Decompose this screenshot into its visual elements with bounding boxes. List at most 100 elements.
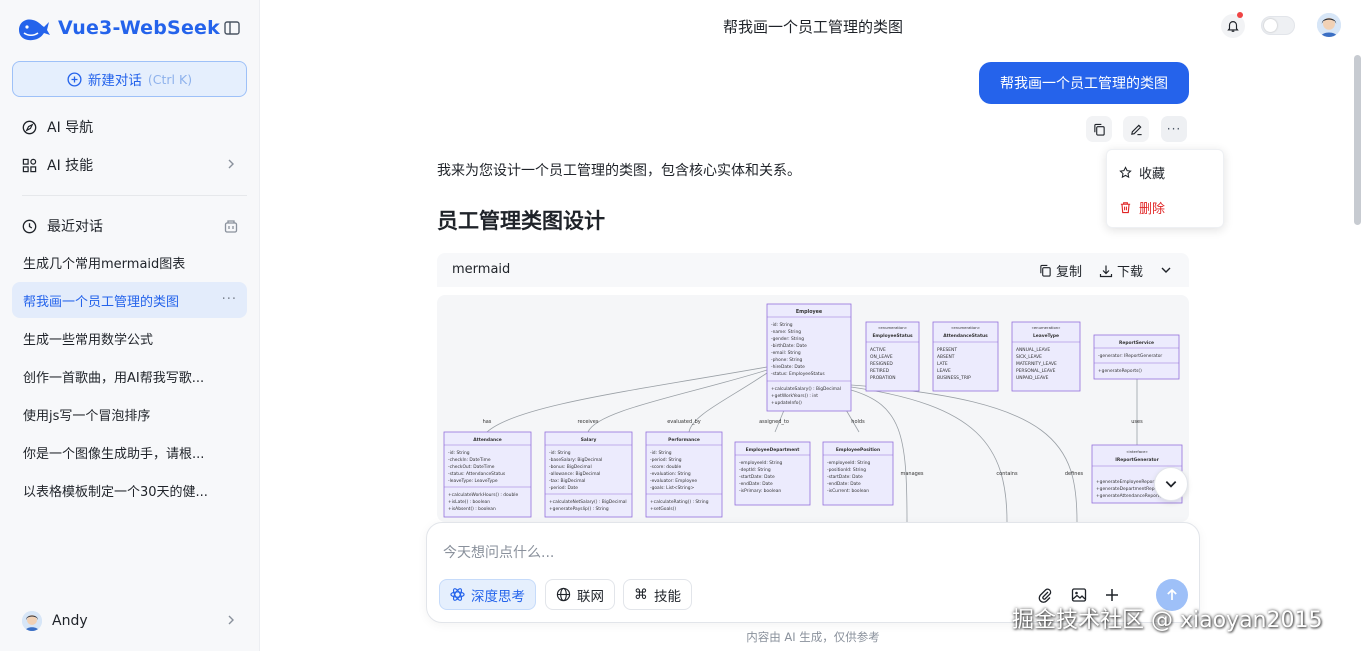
svg-text:-status: AttendanceStatus: -status: AttendanceStatus: [448, 471, 506, 477]
history-title: 帮我画一个员工管理的类图: [23, 294, 180, 310]
svg-text:-birthDate: Date: -birthDate: Date: [771, 343, 807, 349]
svg-text:«interface»: «interface»: [1126, 449, 1148, 454]
paperclip-icon[interactable]: [1035, 585, 1055, 605]
compass-icon: [22, 120, 37, 134]
svg-text:-phone: String: -phone: String: [771, 357, 803, 363]
nav-ai-navigation[interactable]: AI 导航: [12, 110, 247, 144]
plus-icon[interactable]: [1102, 585, 1122, 605]
class-boxes: Employee -id: String -name: String -gend…: [443, 303, 1183, 518]
svg-text:-score: double: -score: double: [650, 464, 682, 470]
svg-text:UNPAID_LEAVE: UNPAID_LEAVE: [1016, 375, 1049, 381]
more-actions-button[interactable]: ···: [1161, 116, 1187, 142]
history-title: 你是一个图像生成助手，请根...: [23, 446, 205, 462]
svg-text:+isLate() : boolean: +isLate() : boolean: [448, 499, 490, 505]
history-item[interactable]: 使用js写一个冒泡排序: [12, 396, 247, 432]
svg-text:-endDate: Date: -endDate: Date: [827, 481, 861, 487]
svg-text:-bonus: BigDecimal: -bonus: BigDecimal: [549, 464, 592, 470]
svg-text:-id: String: -id: String: [448, 450, 470, 456]
svg-text:-period: String: -period: String: [650, 457, 682, 463]
command-icon: ⌘: [634, 586, 648, 603]
skills-toggle[interactable]: ⌘ 技能: [623, 579, 692, 610]
class-leave-type: «enumeration» LeaveType ANNUAL_LEAVE SIC…: [1011, 321, 1081, 392]
svg-text:-startDate: Date: -startDate: Date: [827, 474, 863, 480]
svg-text:-goals: List<String>: -goals: List<String>: [650, 485, 695, 491]
svg-text:-leaveType: LeaveType: -leaveType: LeaveType: [448, 478, 498, 484]
svg-text:RESIGNED: RESIGNED: [870, 361, 893, 367]
copy-code-button[interactable]: 复制: [1039, 261, 1082, 280]
history-item-active[interactable]: 帮我画一个员工管理的类图 ···: [12, 282, 247, 318]
svg-text:-evaluator: Employee: -evaluator: Employee: [650, 478, 697, 484]
diagram-edges: [486, 366, 1138, 522]
svg-text:LeaveType: LeaveType: [1033, 333, 1059, 339]
avatar[interactable]: [1317, 13, 1341, 37]
menu-label: 删除: [1139, 201, 1166, 217]
download-button[interactable]: 下载: [1099, 261, 1143, 280]
copy-icon: [1093, 123, 1105, 136]
image-icon[interactable]: [1069, 585, 1089, 605]
new-chat-button[interactable]: 新建对话 (Ctrl K): [12, 61, 247, 97]
svg-text:-id: String: -id: String: [650, 450, 672, 456]
web-search-toggle[interactable]: 联网: [545, 579, 615, 610]
code-block-header: mermaid 复制 下载: [437, 253, 1189, 287]
download-icon: [1099, 265, 1113, 277]
chevron-down-icon: [1165, 481, 1177, 488]
menu-item-favorite[interactable]: 收藏: [1119, 161, 1165, 183]
svg-text:-id: String: -id: String: [549, 450, 571, 456]
svg-text:-gender: String: -gender: String: [771, 336, 804, 342]
history-item[interactable]: 创作一首歌曲，用AI帮我写歌...: [12, 358, 247, 394]
chevron-down-icon[interactable]: [1160, 264, 1172, 276]
svg-text:«enumeration»: «enumeration»: [1032, 325, 1062, 330]
history-item[interactable]: 以表格模板制定一个30天的健...: [12, 472, 247, 508]
svg-text:ACTIVE: ACTIVE: [870, 347, 886, 353]
menu-item-delete[interactable]: 删除: [1119, 196, 1165, 218]
scroll-to-bottom-button[interactable]: [1154, 467, 1188, 501]
edge-label: contains: [996, 471, 1018, 477]
history-item[interactable]: 生成几个常用mermaid图表: [12, 244, 247, 280]
copy-message-button[interactable]: [1086, 116, 1112, 142]
chip-label: 技能: [654, 588, 681, 605]
svg-text:EmployeePosition: EmployeePosition: [836, 447, 880, 453]
send-button[interactable]: [1156, 579, 1188, 611]
recent-header: 最近对话: [12, 209, 247, 243]
class-report-service: ReportService -generator: IReportGenerat…: [1093, 334, 1180, 380]
avatar: [22, 611, 42, 631]
edit-message-button[interactable]: [1123, 116, 1149, 142]
code-language: mermaid: [452, 262, 511, 277]
atom-icon: [450, 588, 465, 601]
recent-label: 最近对话: [47, 219, 103, 235]
history-item[interactable]: 你是一个图像生成助手，请根...: [12, 434, 247, 470]
svg-text:-checkIn: DateTime: -checkIn: DateTime: [448, 457, 491, 463]
trash-icon: [1120, 201, 1131, 213]
user-message: 帮我画一个员工管理的类图: [979, 62, 1189, 104]
notification-button[interactable]: [1221, 12, 1245, 38]
svg-text:-generator: IReportGenerator: -generator: IReportGenerator: [1098, 353, 1162, 359]
svg-text:-checkOut: DateTime: -checkOut: DateTime: [448, 464, 495, 470]
nav-ai-skills[interactable]: AI 技能: [12, 148, 247, 182]
sidebar-toggle-icon[interactable]: [220, 17, 244, 39]
svg-text:ANNUAL_LEAVE: ANNUAL_LEAVE: [1016, 347, 1050, 353]
clear-history-icon[interactable]: [223, 218, 239, 234]
edge-label: evaluated_by: [667, 419, 701, 425]
svg-text:+generateDepartmentReport(): +generateDepartmentReport(): [1096, 486, 1164, 492]
deep-think-toggle[interactable]: 深度思考: [439, 579, 536, 610]
ellipsis-icon: ···: [1166, 122, 1182, 136]
svg-text:+calculateSalary() : BigDecima: +calculateSalary() : BigDecimal: [771, 386, 841, 392]
edge-label: defines: [1065, 471, 1084, 477]
svg-text:+setGoals(): +setGoals(): [650, 506, 676, 512]
svg-text:+updateInfo(): +updateInfo(): [771, 400, 802, 406]
svg-text:LATE: LATE: [937, 361, 948, 367]
theme-toggle[interactable]: [1261, 16, 1295, 35]
history-item[interactable]: 生成一些常用数学公式: [12, 320, 247, 356]
svg-text:PROBATION: PROBATION: [870, 375, 896, 381]
user-profile[interactable]: Andy: [12, 604, 247, 638]
svg-text:-startDate: Date: -startDate: Date: [739, 474, 775, 480]
brand[interactable]: Vue3-WebSeek: [16, 12, 220, 44]
class-employee-department: EmployeeDepartment -employeeId: String -…: [734, 441, 811, 506]
more-icon[interactable]: ···: [221, 292, 237, 307]
clock-icon: [22, 219, 37, 233]
chip-label: 深度思考: [471, 588, 525, 605]
svg-text:-deptId: String: -deptId: String: [739, 467, 771, 473]
message-input[interactable]: 今天想问点什么...: [443, 545, 555, 561]
scrollbar-thumb[interactable]: [1354, 55, 1361, 225]
svg-text:MATERNITY_LEAVE: MATERNITY_LEAVE: [1016, 361, 1057, 367]
